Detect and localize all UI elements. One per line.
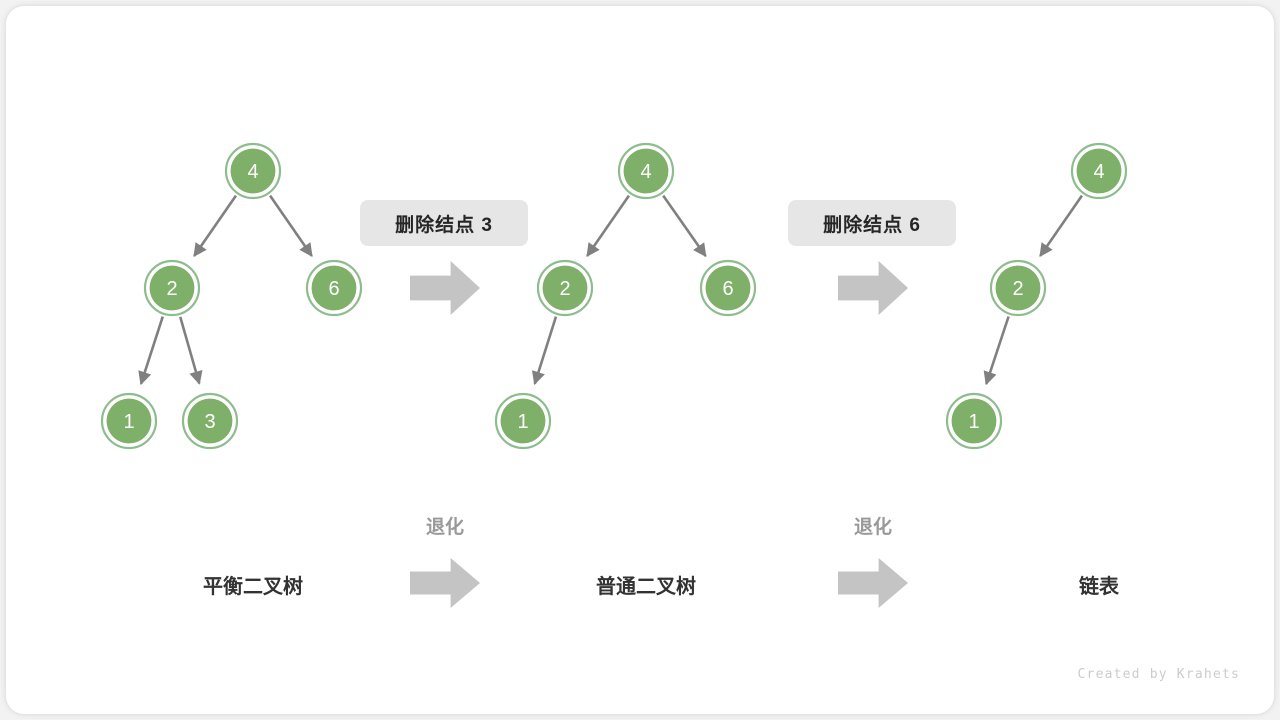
tree-node-4: 4 (1070, 142, 1128, 200)
tree-edge (586, 194, 630, 258)
operation-chip-delete-3: 删除结点 3 (360, 200, 528, 246)
tree-nodes-layer: 4 2 6 1 3 4 2 6 1 4 2 1 (100, 142, 1128, 450)
node-circle (705, 265, 751, 311)
node-outer-ring (305, 259, 363, 317)
tree-edge (662, 194, 707, 258)
node-outer-ring (617, 142, 675, 200)
arrow-bottom-1-icon (410, 558, 480, 608)
node-outer-ring (989, 259, 1047, 317)
node-outer-ring (100, 392, 158, 450)
node-circle (623, 148, 669, 194)
node-outer-ring (699, 259, 757, 317)
node-circle (311, 265, 357, 311)
operation-chip-delete-6: 删除结点 6 (788, 200, 956, 246)
tree-node-1: 1 (494, 392, 552, 450)
caption-ordinary-bst: 普通二叉树 (596, 576, 696, 598)
node-value: 6 (328, 278, 339, 300)
block-arrows-layer (410, 261, 908, 608)
tree-edge (138, 316, 165, 386)
node-outer-ring (494, 392, 552, 450)
node-circle (106, 398, 152, 444)
tree-edge (269, 194, 313, 258)
node-circle (187, 398, 233, 444)
node-value: 2 (1012, 278, 1023, 300)
caption-linked-list: 链表 (1079, 576, 1119, 598)
tree-edge (178, 316, 203, 385)
arrow-top-1-icon (410, 261, 480, 315)
tree-node-4: 4 (617, 142, 675, 200)
node-circle (542, 265, 588, 311)
caption-balanced-bst: 平衡二叉树 (203, 576, 303, 598)
node-outer-ring (181, 392, 239, 450)
node-value: 1 (517, 411, 528, 433)
tree-node-1: 1 (945, 392, 1003, 450)
credit-watermark: Created by Krahets (1077, 667, 1240, 682)
tree-node-2: 2 (989, 259, 1047, 317)
node-circle (1076, 148, 1122, 194)
node-value: 3 (204, 411, 215, 433)
node-value: 2 (559, 278, 570, 300)
diagram-card: 4 2 6 1 3 4 2 6 1 4 2 1 删除结点 3 删除结点 6 退化 退化 平衡二叉树 普… (6, 6, 1274, 714)
node-outer-ring (1070, 142, 1128, 200)
tree-edges-layer (138, 194, 1083, 386)
node-outer-ring (536, 259, 594, 317)
tree-node-6: 6 (305, 259, 363, 317)
node-value: 4 (247, 161, 258, 183)
tree-edge (983, 316, 1010, 386)
node-value: 1 (123, 411, 134, 433)
tree-node-2: 2 (143, 259, 201, 317)
node-value: 4 (640, 161, 651, 183)
node-circle (500, 398, 546, 444)
tree-edge (193, 194, 237, 258)
tree-node-3: 3 (181, 392, 239, 450)
node-value: 2 (166, 278, 177, 300)
node-circle (149, 265, 195, 311)
node-outer-ring (224, 142, 282, 200)
arrow-top-2-icon (838, 261, 908, 315)
binary-tree-degradation-diagram: 4 2 6 1 3 4 2 6 1 4 2 1 (100, 142, 1128, 608)
node-outer-ring (143, 259, 201, 317)
degradation-label-1: 退化 (425, 517, 464, 538)
node-value: 1 (968, 411, 979, 433)
tree-edge (531, 316, 558, 386)
node-value: 4 (1093, 161, 1104, 183)
node-value: 6 (722, 278, 733, 300)
tree-node-2: 2 (536, 259, 594, 317)
tree-node-6: 6 (699, 259, 757, 317)
node-circle (995, 265, 1041, 311)
tree-node-1: 1 (100, 392, 158, 450)
degradation-label-2: 退化 (853, 517, 892, 538)
tree-edge (1039, 194, 1083, 258)
node-outer-ring (945, 392, 1003, 450)
tree-node-4: 4 (224, 142, 282, 200)
node-circle (951, 398, 997, 444)
node-circle (230, 148, 276, 194)
arrow-bottom-2-icon (838, 558, 908, 608)
